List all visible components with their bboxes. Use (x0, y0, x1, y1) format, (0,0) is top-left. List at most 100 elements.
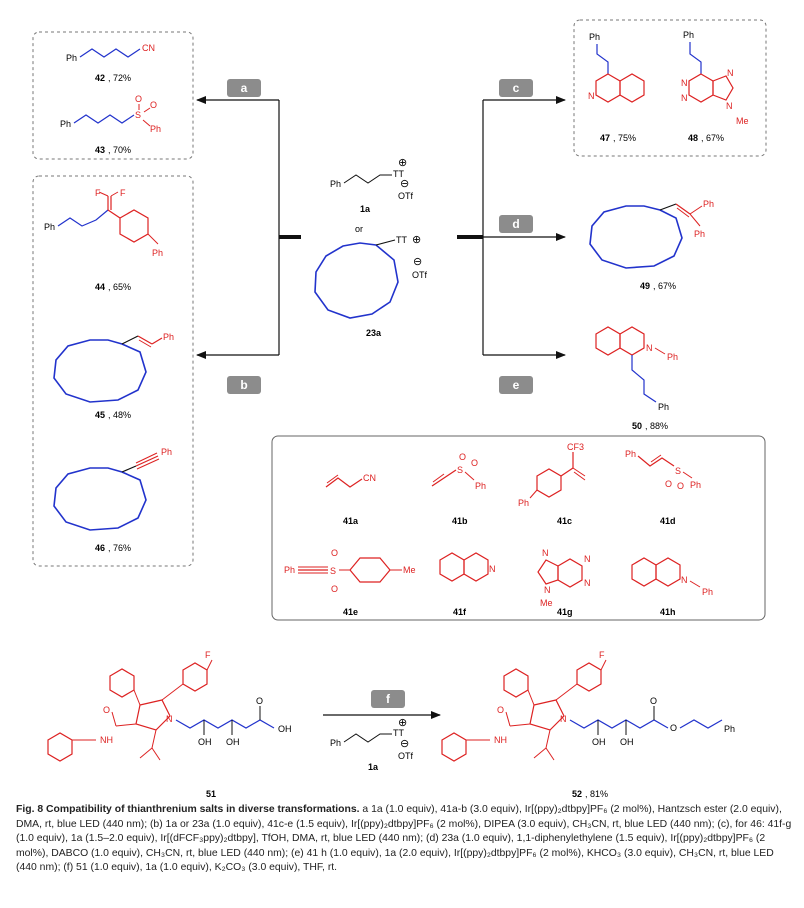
svg-text:Ph: Ph (330, 738, 341, 748)
label-41e: 41e (343, 607, 358, 617)
label-51: 51 (206, 789, 216, 799)
svg-text:⊕: ⊕ (398, 157, 407, 169)
label-52: 52 (572, 789, 582, 799)
step-pill-e: e (499, 376, 533, 394)
label-41d: 41d (660, 516, 676, 526)
svg-text:OH: OH (620, 737, 634, 747)
caption-body: a 1a (1.0 equiv), 41a-b (3.0 equiv), Ir[… (16, 804, 792, 874)
box-substrates (271, 435, 766, 621)
label-44: 44 (95, 282, 105, 292)
svg-text:O: O (331, 584, 338, 594)
product-48: Ph N N N N Me 48 , 67% (681, 30, 749, 143)
svg-text:Ph: Ph (658, 402, 669, 412)
svg-text:⊕: ⊕ (412, 234, 421, 246)
svg-text:F: F (95, 188, 101, 198)
svg-text:Ph: Ph (60, 119, 71, 129)
product-50: N Ph Ph 50 , 88% (595, 326, 678, 431)
svg-text:OTf: OTf (412, 270, 427, 280)
svg-text:CN: CN (363, 473, 376, 483)
step-label-b: b (240, 378, 247, 392)
label-41h: 41h (660, 607, 676, 617)
svg-text:, 67%: , 67% (701, 133, 724, 143)
svg-text:O: O (331, 548, 338, 558)
box-a-products (32, 31, 194, 160)
svg-text:O: O (150, 100, 157, 110)
svg-text:⊖: ⊖ (400, 178, 409, 190)
svg-text:NH: NH (100, 735, 113, 745)
label-41b: 41b (452, 516, 468, 526)
product-42: Ph CN 42 , 72% (66, 43, 155, 83)
svg-text:Ph: Ph (518, 498, 529, 508)
svg-text:N: N (544, 585, 551, 595)
svg-text:O: O (135, 94, 142, 104)
svg-text:Ph: Ph (724, 724, 735, 734)
svg-text:O: O (459, 452, 466, 462)
svg-text:Ph: Ph (690, 480, 701, 490)
svg-text:OH: OH (226, 737, 240, 747)
or-text: or (355, 224, 363, 234)
svg-text:Ph: Ph (44, 222, 55, 232)
svg-text:, 75%: , 75% (613, 133, 636, 143)
svg-text:Ph: Ph (475, 481, 486, 491)
substrate-41e: Ph S O O Me 41e (284, 548, 416, 617)
label-23a: 23a (366, 328, 382, 338)
label-42: 42 (95, 73, 105, 83)
svg-text:OH: OH (278, 724, 292, 734)
svg-text:N: N (681, 78, 688, 88)
svg-text:, 65%: , 65% (108, 282, 131, 292)
reaction-scheme: a b c d e f Ph TT ⊕ ⊖ OTf 1a or TT ⊕ ⊖ O… (32, 19, 767, 799)
product-49: Ph Ph 49 , 67% (589, 199, 714, 291)
arrows-left (196, 96, 301, 359)
svg-text:Ph: Ph (330, 179, 341, 189)
svg-text:OTf: OTf (398, 191, 413, 201)
reagent-1a: Ph TT ⊕ ⊖ OTf 1a (330, 157, 413, 214)
svg-text:N: N (681, 575, 688, 585)
label-1a: 1a (360, 204, 371, 214)
label-45: 45 (95, 410, 105, 420)
substrate-41a: CN 41a (325, 473, 376, 526)
substrate-41g: N N N N Me 41g (537, 548, 591, 617)
box-b-products (32, 175, 194, 567)
product-44: Ph F F Ph 44 , 65% (44, 188, 163, 292)
arrows-right (457, 96, 566, 359)
product-47: Ph N 47 , 75% (588, 32, 645, 143)
svg-text:N: N (584, 578, 591, 588)
label-41c: 41c (557, 516, 572, 526)
svg-text:Ph: Ph (625, 449, 636, 459)
step-pill-d: d (499, 215, 533, 233)
svg-text:S: S (330, 566, 336, 576)
product-45: Ph 45 , 48% (53, 332, 174, 420)
label-49: 49 (640, 281, 650, 291)
step-pill-f: f (371, 690, 405, 708)
svg-text:, 72%: , 72% (108, 73, 131, 83)
label-50: 50 (632, 421, 642, 431)
svg-text:TT: TT (396, 235, 407, 245)
svg-text:Ph: Ph (66, 53, 77, 63)
svg-text:O: O (471, 458, 478, 468)
label-41a: 41a (343, 516, 359, 526)
substrate-41f: N 41f (439, 552, 496, 617)
svg-text:, 67%: , 67% (653, 281, 676, 291)
svg-text:TT: TT (393, 169, 404, 179)
svg-text:Me: Me (403, 565, 416, 575)
step-label-c: c (513, 81, 520, 95)
compound-52: F N O NH OH OH O O Ph 52 , 81% (441, 650, 735, 799)
substrate-41h: N Ph 41h (631, 557, 713, 617)
svg-text:Ph: Ph (702, 587, 713, 597)
svg-text:Ph: Ph (667, 352, 678, 362)
reagent-23a: TT ⊕ ⊖ OTf 23a (314, 234, 427, 338)
label-41g: 41g (557, 607, 573, 617)
label-41f: 41f (453, 607, 467, 617)
step-pill-c: c (499, 79, 533, 97)
figure-caption: Fig. 8 Compatibility of thianthrenium sa… (16, 803, 792, 876)
svg-text:N: N (584, 554, 591, 564)
svg-text:Ph: Ph (589, 32, 600, 42)
svg-text:Ph: Ph (703, 199, 714, 209)
svg-text:, 76%: , 76% (108, 543, 131, 553)
svg-text:, 48%: , 48% (108, 410, 131, 420)
svg-text:Ph: Ph (161, 447, 172, 457)
svg-text:F: F (205, 650, 211, 660)
caption-title: Fig. 8 Compatibility of thianthrenium sa… (16, 804, 360, 815)
svg-text:N: N (560, 714, 567, 724)
substrate-41c: CF3 Ph 41c (518, 442, 586, 526)
